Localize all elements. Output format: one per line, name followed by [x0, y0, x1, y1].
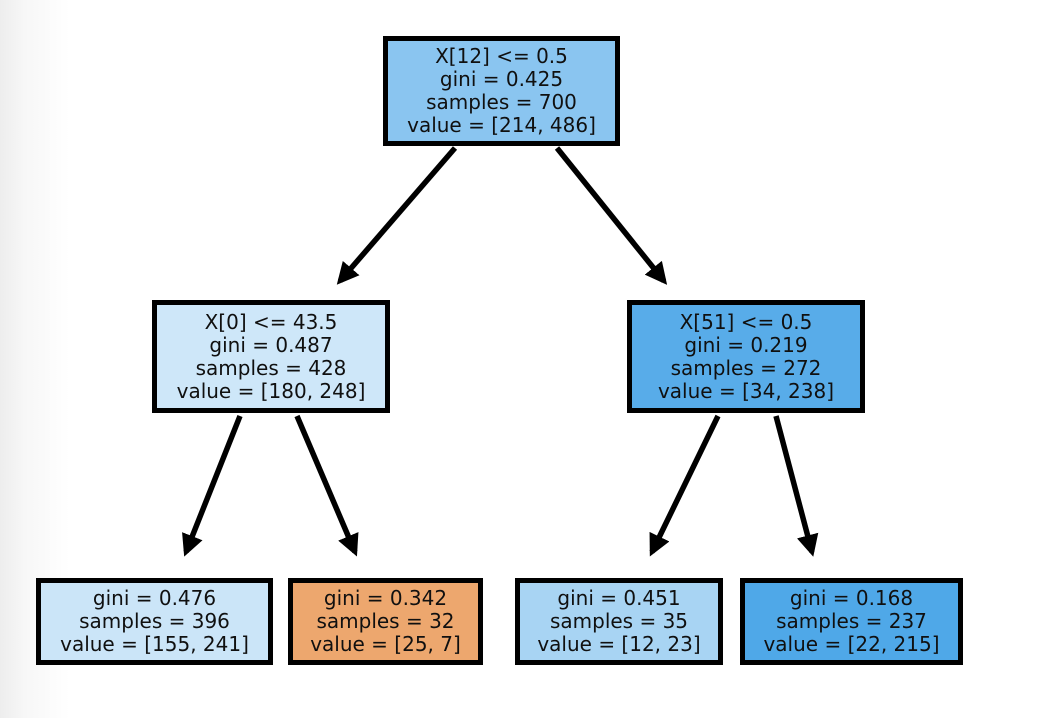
tree-node-right-internal: X[51] <= 0.5 gini = 0.219 samples = 272 … [627, 300, 865, 413]
node-gini: gini = 0.487 [209, 332, 333, 357]
node-gini: gini = 0.168 [789, 586, 914, 610]
node-value: value = [22, 215] [763, 632, 940, 656]
node-samples: samples = 700 [426, 90, 577, 114]
node-value: value = [34, 238] [657, 378, 835, 403]
node-samples: samples = 32 [316, 609, 455, 633]
node-value: value = [214, 486] [407, 113, 596, 137]
edge-right-to-leaf4 [773, 415, 819, 557]
node-gini: gini = 0.425 [439, 67, 564, 91]
tree-node-leaf-4: gini = 0.168 samples = 237 value = [22, … [740, 578, 963, 665]
edge-left-to-leaf1 [182, 414, 243, 557]
edge-root-to-right [554, 146, 668, 285]
node-gini: gini = 0.476 [92, 586, 217, 610]
node-value: value = [155, 241] [60, 632, 249, 656]
node-value: value = [180, 248] [176, 378, 366, 403]
node-value: value = [25, 7] [310, 632, 461, 656]
node-value: value = [12, 23] [537, 632, 701, 656]
tree-node-leaf-1: gini = 0.476 samples = 396 value = [155,… [36, 578, 273, 665]
tree-node-leaf-3: gini = 0.451 samples = 35 value = [12, 2… [515, 578, 723, 665]
edge-root-to-left [336, 146, 458, 285]
node-samples: samples = 272 [670, 355, 822, 380]
node-gini: gini = 0.219 [684, 332, 808, 357]
node-split-condition: X[51] <= 0.5 [679, 309, 813, 334]
tree-node-left-internal: X[0] <= 43.5 gini = 0.487 samples = 428 … [152, 300, 390, 413]
node-samples: samples = 35 [549, 609, 689, 633]
edge-left-to-leaf2 [294, 414, 359, 557]
node-split-condition: X[0] <= 43.5 [204, 309, 338, 334]
edge-right-to-leaf3 [649, 414, 721, 557]
node-samples: samples = 396 [79, 609, 230, 633]
node-split-condition: X[12] <= 0.5 [435, 44, 568, 68]
tree-node-root: X[12] <= 0.5 gini = 0.425 samples = 700 … [383, 36, 620, 146]
tree-node-leaf-2: gini = 0.342 samples = 32 value = [25, 7… [288, 578, 483, 665]
node-samples: samples = 237 [776, 609, 927, 633]
node-samples: samples = 428 [195, 355, 347, 380]
node-gini: gini = 0.451 [557, 586, 681, 610]
node-gini: gini = 0.342 [323, 586, 448, 610]
